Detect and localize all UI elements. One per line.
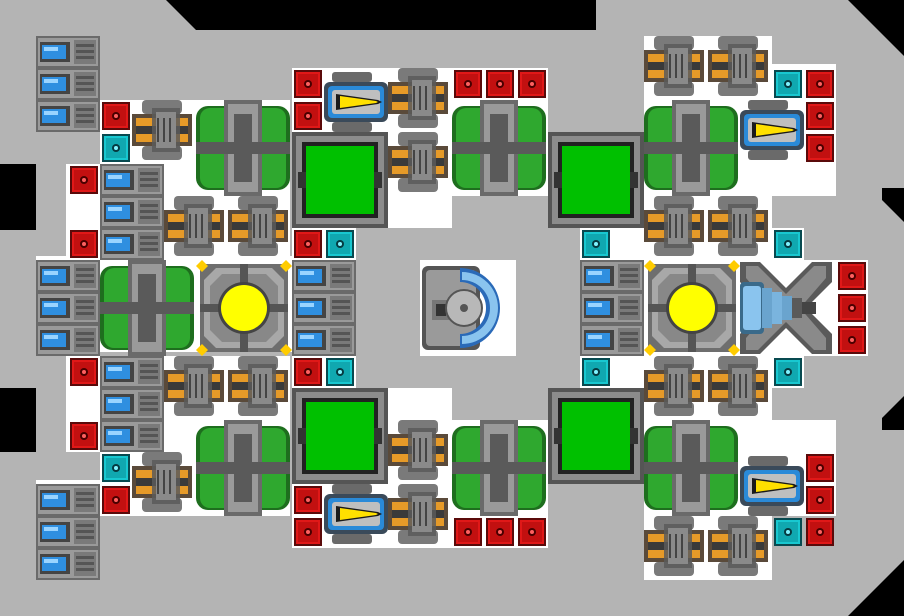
battery-icon[interactable] bbox=[580, 292, 644, 324]
battery-icon[interactable] bbox=[36, 324, 100, 356]
battery-icon[interactable] bbox=[36, 36, 100, 68]
green-fuel-tank-icon[interactable] bbox=[196, 420, 290, 516]
red-armor-block-icon[interactable] bbox=[806, 518, 834, 546]
cyan-conduit-block-icon[interactable] bbox=[102, 134, 130, 162]
green-power-generator-icon[interactable] bbox=[292, 388, 388, 484]
green-fuel-tank-icon[interactable] bbox=[644, 420, 738, 516]
battery-icon[interactable] bbox=[292, 260, 356, 292]
red-armor-block-icon[interactable] bbox=[838, 294, 866, 322]
battery-icon[interactable] bbox=[100, 196, 164, 228]
cyan-conduit-block-icon[interactable] bbox=[582, 358, 610, 386]
battery-icon[interactable] bbox=[100, 164, 164, 196]
red-armor-block-icon[interactable] bbox=[294, 518, 322, 546]
battery-icon[interactable] bbox=[36, 516, 100, 548]
red-armor-block-icon[interactable] bbox=[454, 518, 482, 546]
green-fuel-tank-icon[interactable] bbox=[644, 100, 738, 196]
red-armor-block-icon[interactable] bbox=[806, 486, 834, 514]
red-armor-block-icon[interactable] bbox=[486, 518, 514, 546]
cyan-conduit-block-icon[interactable] bbox=[326, 230, 354, 258]
hull-notch-lower bbox=[0, 388, 36, 452]
red-armor-block-icon[interactable] bbox=[806, 134, 834, 162]
battery-icon[interactable] bbox=[36, 292, 100, 324]
battery-icon[interactable] bbox=[292, 292, 356, 324]
red-armor-block-icon[interactable] bbox=[70, 230, 98, 258]
battery-icon[interactable] bbox=[36, 68, 100, 100]
red-armor-block-icon[interactable] bbox=[806, 102, 834, 130]
red-armor-block-icon[interactable] bbox=[294, 70, 322, 98]
green-fuel-tank-icon[interactable] bbox=[196, 100, 290, 196]
green-fuel-tank-icon[interactable] bbox=[100, 260, 194, 356]
battery-icon[interactable] bbox=[292, 324, 356, 356]
red-armor-block-icon[interactable] bbox=[806, 454, 834, 482]
red-armor-block-icon[interactable] bbox=[70, 166, 98, 194]
cyan-conduit-block-icon[interactable] bbox=[774, 70, 802, 98]
red-armor-block-icon[interactable] bbox=[70, 422, 98, 450]
cyan-conduit-block-icon[interactable] bbox=[102, 454, 130, 482]
battery-icon[interactable] bbox=[100, 228, 164, 260]
battery-icon[interactable] bbox=[36, 260, 100, 292]
green-power-generator-icon[interactable] bbox=[548, 388, 644, 484]
battery-icon[interactable] bbox=[580, 324, 644, 356]
green-fuel-tank-icon[interactable] bbox=[452, 420, 546, 516]
battery-icon[interactable] bbox=[100, 356, 164, 388]
yellow-reactor-core-icon[interactable] bbox=[196, 260, 292, 356]
battery-icon[interactable] bbox=[36, 100, 100, 132]
cyan-conduit-block-icon[interactable] bbox=[774, 518, 802, 546]
red-armor-block-icon[interactable] bbox=[806, 70, 834, 98]
battery-icon[interactable] bbox=[100, 420, 164, 452]
green-fuel-tank-icon[interactable] bbox=[452, 100, 546, 196]
hull-notch-upper bbox=[0, 164, 36, 230]
yellow-reactor-core-icon[interactable] bbox=[644, 260, 740, 356]
red-armor-block-icon[interactable] bbox=[294, 230, 322, 258]
green-power-generator-icon[interactable] bbox=[292, 132, 388, 228]
red-armor-block-icon[interactable] bbox=[838, 262, 866, 290]
cyan-conduit-block-icon[interactable] bbox=[582, 230, 610, 258]
command-cockpit-icon[interactable] bbox=[419, 259, 517, 357]
red-armor-block-icon[interactable] bbox=[102, 102, 130, 130]
battery-icon[interactable] bbox=[100, 388, 164, 420]
red-armor-block-icon[interactable] bbox=[294, 102, 322, 130]
red-armor-block-icon[interactable] bbox=[454, 70, 482, 98]
red-armor-block-icon[interactable] bbox=[838, 326, 866, 354]
cyan-conduit-block-icon[interactable] bbox=[326, 358, 354, 386]
green-power-generator-icon[interactable] bbox=[548, 132, 644, 228]
cyan-conduit-block-icon[interactable] bbox=[774, 358, 802, 386]
battery-icon[interactable] bbox=[36, 484, 100, 516]
battery-icon[interactable] bbox=[36, 548, 100, 580]
battery-icon[interactable] bbox=[580, 260, 644, 292]
red-armor-block-icon[interactable] bbox=[102, 486, 130, 514]
cyan-conduit-block-icon[interactable] bbox=[774, 230, 802, 258]
red-armor-block-icon[interactable] bbox=[486, 70, 514, 98]
red-armor-block-icon[interactable] bbox=[518, 70, 546, 98]
red-armor-block-icon[interactable] bbox=[518, 518, 546, 546]
red-armor-block-icon[interactable] bbox=[294, 358, 322, 386]
red-armor-block-icon[interactable] bbox=[294, 486, 322, 514]
red-armor-block-icon[interactable] bbox=[70, 358, 98, 386]
